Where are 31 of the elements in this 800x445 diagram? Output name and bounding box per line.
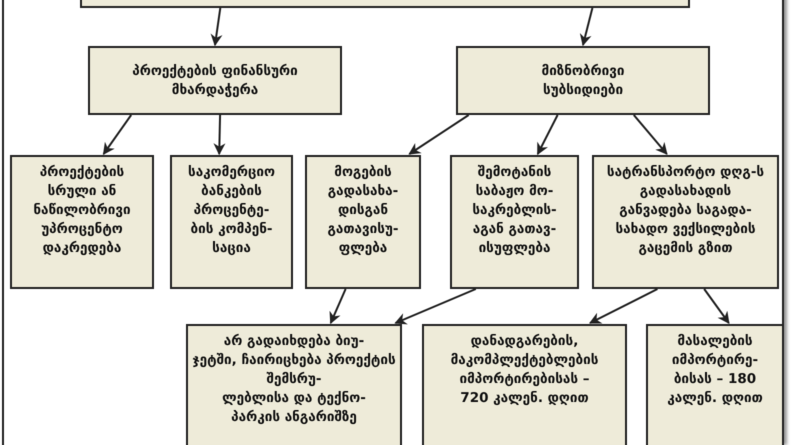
box-text: საკომერციო ბანკების პროცენტე- ბის კომპენ- საცია xyxy=(187,163,276,258)
box-text: დანადგარების, მაკომპლექტებლების იმპორტირებისას – 720 კალენ. დღით xyxy=(450,332,600,408)
box-text: მასალების იმპორტირე- ბისას – 180 კალენ. დღით xyxy=(666,332,764,408)
arrow xyxy=(408,114,470,155)
text-box xyxy=(186,324,402,445)
arrow xyxy=(536,114,558,156)
arrow xyxy=(330,288,347,324)
text-box xyxy=(592,155,779,289)
box-text: პროექტების სრული ან ნაწილობრივი უპროცენტო დაკრედება xyxy=(32,163,132,258)
box-text: შემოტანის საბაჟო მო- საკრებლის- აგან გათავ- ისუფლება xyxy=(471,163,558,258)
box-text: მიზნობრივი სუბსიდიები xyxy=(540,62,626,100)
text-box xyxy=(450,155,579,289)
box-text: მოგების გადასახა- დისგან გათავისუ- ფლება xyxy=(326,163,400,258)
box-text: სატრანსპორტო დღგ-ს გადასახადის განვადება საგადა- სახადო ვექსილების გაცემის გზით xyxy=(606,163,766,258)
text-box xyxy=(305,155,421,289)
text-box xyxy=(646,324,784,445)
arrow xyxy=(589,288,658,324)
text-box xyxy=(456,46,710,115)
text-box xyxy=(170,155,293,289)
text-box xyxy=(10,155,154,289)
arrow xyxy=(210,8,222,46)
arrow xyxy=(102,114,132,155)
box-text: არ გადაიხდება ბიუ- ჯეტში, ჩაირიცხება პროექტის შემსრუ- ლებლისა და ტექნო- პარკის ანგარიშზე xyxy=(192,332,396,427)
arrow xyxy=(633,114,668,155)
text-box xyxy=(422,324,627,445)
arrow xyxy=(580,8,594,46)
box-text: პროექტების ფინანსური მხარდაჭერა xyxy=(131,62,299,100)
arrow xyxy=(394,288,476,324)
arrow xyxy=(213,114,226,156)
text-box xyxy=(88,46,342,115)
arrow xyxy=(703,288,730,324)
